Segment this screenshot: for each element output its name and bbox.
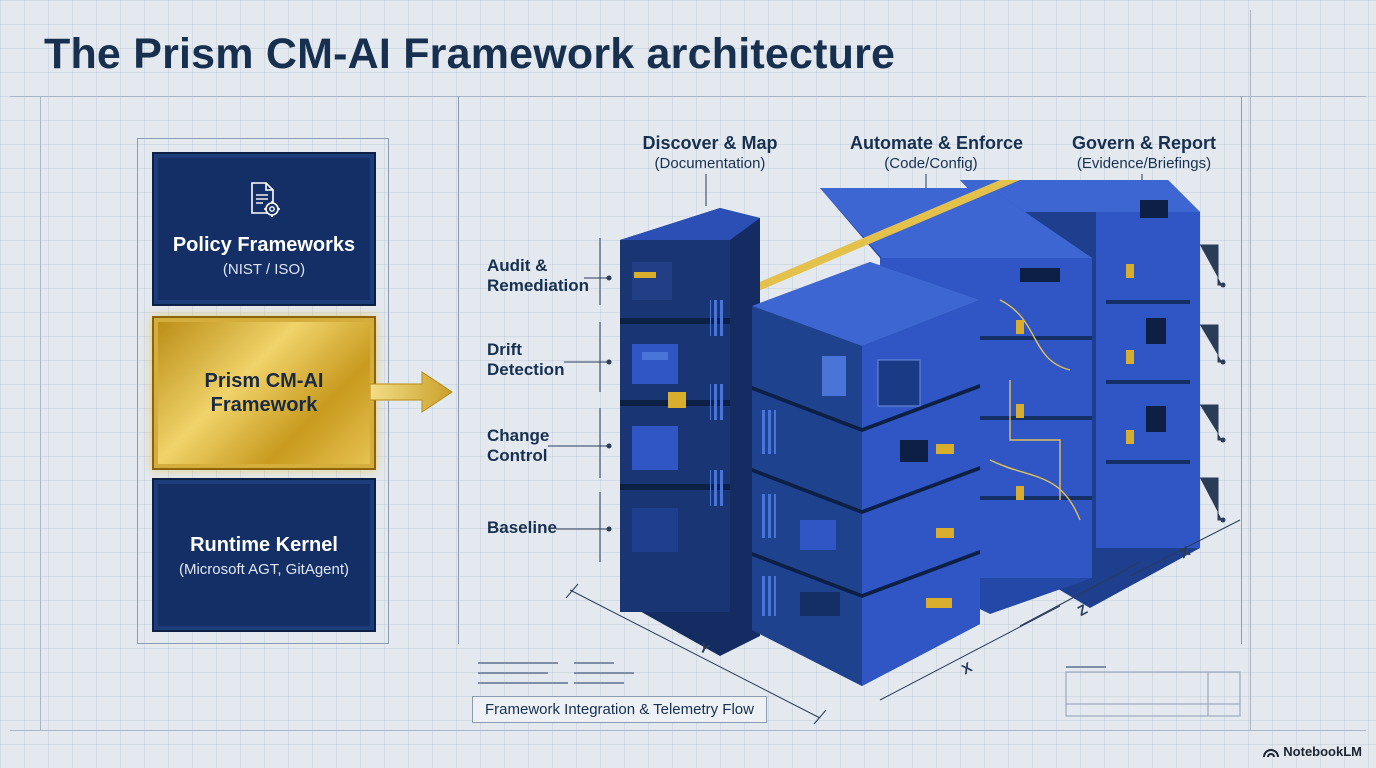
- prism-title-line1: Prism CM-AI: [204, 370, 324, 392]
- row-baseline-line1: Baseline: [487, 518, 557, 537]
- column-govern-subtitle: (Evidence/Briefings): [1076, 155, 1212, 172]
- row-change-line1: Change: [487, 426, 550, 445]
- row-baseline: Baseline: [487, 518, 557, 538]
- policy-frameworks-box: Policy Frameworks (NIST / ISO): [152, 152, 376, 306]
- page-title: The Prism CM-AI Framework architecture: [44, 30, 896, 78]
- row-audit-remediation: Audit & Remediation: [487, 256, 589, 296]
- row-drift-line2: Detection: [487, 360, 565, 379]
- column-automate-subtitle: (Code/Config): [884, 155, 978, 172]
- row-audit-line2: Remediation: [487, 276, 590, 295]
- column-automate-title: Automate & Enforce: [850, 133, 1024, 153]
- runtime-kernel-subtitle: (Microsoft AGT, GitAgent): [178, 560, 350, 578]
- arrow-right-icon: [369, 370, 454, 419]
- runtime-kernel-title: Runtime Kernel: [190, 533, 338, 556]
- frame-line-left: [40, 96, 41, 730]
- column-govern: Govern & Report (Evidence/Briefings): [1072, 132, 1216, 173]
- column-automate: Automate & Enforce (Code/Config): [850, 132, 1024, 173]
- frame-line-top: [10, 96, 1366, 97]
- frame-line-bottom: [10, 730, 1366, 731]
- column-govern-title: Govern & Report: [1072, 133, 1217, 153]
- column-discover-title: Discover & Map: [642, 133, 778, 153]
- brand-logo: NotebookLM: [1263, 744, 1362, 759]
- prism-framework-box: Prism CM-AI Framework: [152, 316, 376, 470]
- frame-line-right: [1250, 10, 1251, 730]
- column-discover: Discover & Map (Documentation): [640, 132, 780, 173]
- caption-box: Framework Integration & Telemetry Flow: [472, 696, 767, 723]
- architecture-panel: [458, 96, 1242, 644]
- policy-frameworks-subtitle: (NIST / ISO): [222, 261, 306, 278]
- row-change-control: Change Control: [487, 426, 549, 466]
- row-change-line2: Control: [487, 446, 548, 465]
- prism-title-line2: Framework: [210, 394, 318, 416]
- document-gear-icon: [244, 180, 284, 225]
- policy-frameworks-title: Policy Frameworks: [172, 234, 356, 256]
- column-discover-subtitle: (Documentation): [654, 155, 766, 172]
- row-drift-line1: Drift: [487, 340, 522, 359]
- row-drift-detection: Drift Detection: [487, 340, 564, 380]
- brand-name: NotebookLM: [1283, 744, 1362, 759]
- row-audit-line1: Audit &: [487, 256, 548, 275]
- notebooklm-logo-icon: [1263, 748, 1280, 757]
- runtime-kernel-box: Runtime Kernel (Microsoft AGT, GitAgent): [152, 478, 376, 632]
